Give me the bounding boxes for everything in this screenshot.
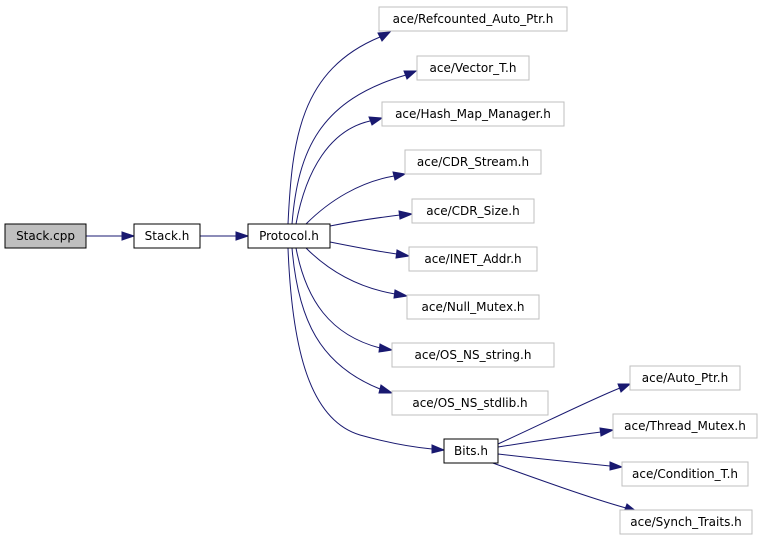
node-synch-traits-h[interactable]: ace/Synch_Traits.h [619, 509, 753, 535]
node-synch-traits-h-label: ace/Synch_Traits.h [630, 515, 741, 529]
node-stack-cpp-label: Stack.cpp [16, 229, 75, 243]
node-stack-h[interactable]: Stack.h [133, 223, 201, 249]
edge-bits-to-synch-traits [489, 461, 627, 509]
node-vector-t-h[interactable]: ace/Vector_T.h [416, 55, 530, 81]
node-thread-mutex-h[interactable]: ace/Thread_Mutex.h [612, 413, 758, 439]
node-stack-h-label: Stack.h [145, 229, 190, 243]
edge-protocol-to-cdr-stream [305, 175, 395, 225]
arrowhead-hash-map-manager [368, 116, 384, 126]
edge-protocol-to-vector-t [291, 74, 407, 225]
node-auto-ptr-h-label: ace/Auto_Ptr.h [642, 371, 728, 385]
node-condition-t-h-label: ace/Condition_T.h [632, 467, 738, 481]
node-bits-h[interactable]: Bits.h [443, 438, 499, 464]
node-hash-map-manager-h-label: ace/Hash_Map_Manager.h [395, 107, 551, 121]
edge-protocol-to-cdr-size [329, 214, 401, 227]
node-cdr-size-h-label: ace/CDR_Size.h [426, 204, 519, 218]
arrowhead-os-ns-string [378, 343, 394, 353]
node-condition-t-h[interactable]: ace/Condition_T.h [621, 461, 749, 487]
node-cdr-stream-h-label: ace/CDR_Stream.h [417, 155, 529, 169]
nodes: Stack.cpp Stack.h Protocol.h ace/Refcoun… [4, 6, 758, 535]
node-os-ns-string-h-label: ace/OS_NS_string.h [415, 348, 532, 362]
arrowhead-cdr-stream [392, 171, 407, 181]
node-null-mutex-h[interactable]: ace/Null_Mutex.h [406, 294, 540, 320]
edge-protocol-to-refcounted-auto-ptr [287, 36, 381, 225]
arrowhead-os-ns-stdlib [378, 384, 394, 394]
edge-protocol-to-hash-map-manager [295, 120, 371, 225]
node-hash-map-manager-h[interactable]: ace/Hash_Map_Manager.h [381, 101, 565, 127]
node-cdr-size-h[interactable]: ace/CDR_Size.h [411, 198, 535, 224]
arrowhead-vector-t [403, 70, 418, 80]
edge-bits-to-auto-ptr [497, 387, 621, 445]
node-bits-h-label: Bits.h [454, 444, 488, 458]
edge-bits-to-thread-mutex [497, 431, 602, 448]
arrowhead-bits [431, 444, 446, 454]
arrowhead-stack-h [121, 231, 136, 241]
node-refcounted-auto-ptr-h-label: ace/Refcounted_Auto_Ptr.h [393, 12, 554, 26]
edge-protocol-to-null-mutex [305, 247, 396, 295]
arrowhead-cdr-size [398, 210, 414, 220]
node-os-ns-stdlib-h-label: ace/OS_NS_stdlib.h [412, 396, 527, 410]
node-protocol-h[interactable]: Protocol.h [247, 223, 331, 249]
node-null-mutex-h-label: ace/Null_Mutex.h [422, 300, 525, 314]
arrowhead-thread-mutex [599, 427, 615, 437]
node-os-ns-string-h[interactable]: ace/OS_NS_string.h [391, 342, 555, 368]
edge-protocol-to-bits [287, 247, 433, 450]
edges [86, 31, 639, 513]
node-protocol-h-label: Protocol.h [259, 229, 319, 243]
node-inet-addr-h[interactable]: ace/INET_Addr.h [408, 246, 538, 272]
node-vector-t-h-label: ace/Vector_T.h [430, 61, 517, 75]
arrowhead-protocol-h [235, 231, 250, 241]
arrowhead-condition-t [609, 461, 624, 471]
edge-protocol-to-inet-addr [329, 241, 398, 255]
node-os-ns-stdlib-h[interactable]: ace/OS_NS_stdlib.h [391, 390, 549, 416]
node-auto-ptr-h[interactable]: ace/Auto_Ptr.h [629, 365, 741, 391]
arrowhead-null-mutex [393, 289, 409, 299]
node-refcounted-auto-ptr-h[interactable]: ace/Refcounted_Auto_Ptr.h [378, 6, 568, 32]
edge-bits-to-condition-t [497, 453, 611, 467]
edge-protocol-to-os-ns-string [295, 247, 381, 349]
arrowhead-inet-addr [395, 249, 411, 259]
node-inet-addr-h-label: ace/INET_Addr.h [424, 252, 521, 266]
node-cdr-stream-h[interactable]: ace/CDR_Stream.h [404, 149, 542, 175]
node-thread-mutex-h-label: ace/Thread_Mutex.h [624, 419, 746, 433]
arrowhead-refcounted-auto-ptr [377, 31, 392, 42]
arrowhead-auto-ptr [617, 383, 632, 393]
node-stack-cpp: Stack.cpp [4, 223, 87, 249]
edge-protocol-to-os-ns-stdlib [291, 247, 381, 390]
